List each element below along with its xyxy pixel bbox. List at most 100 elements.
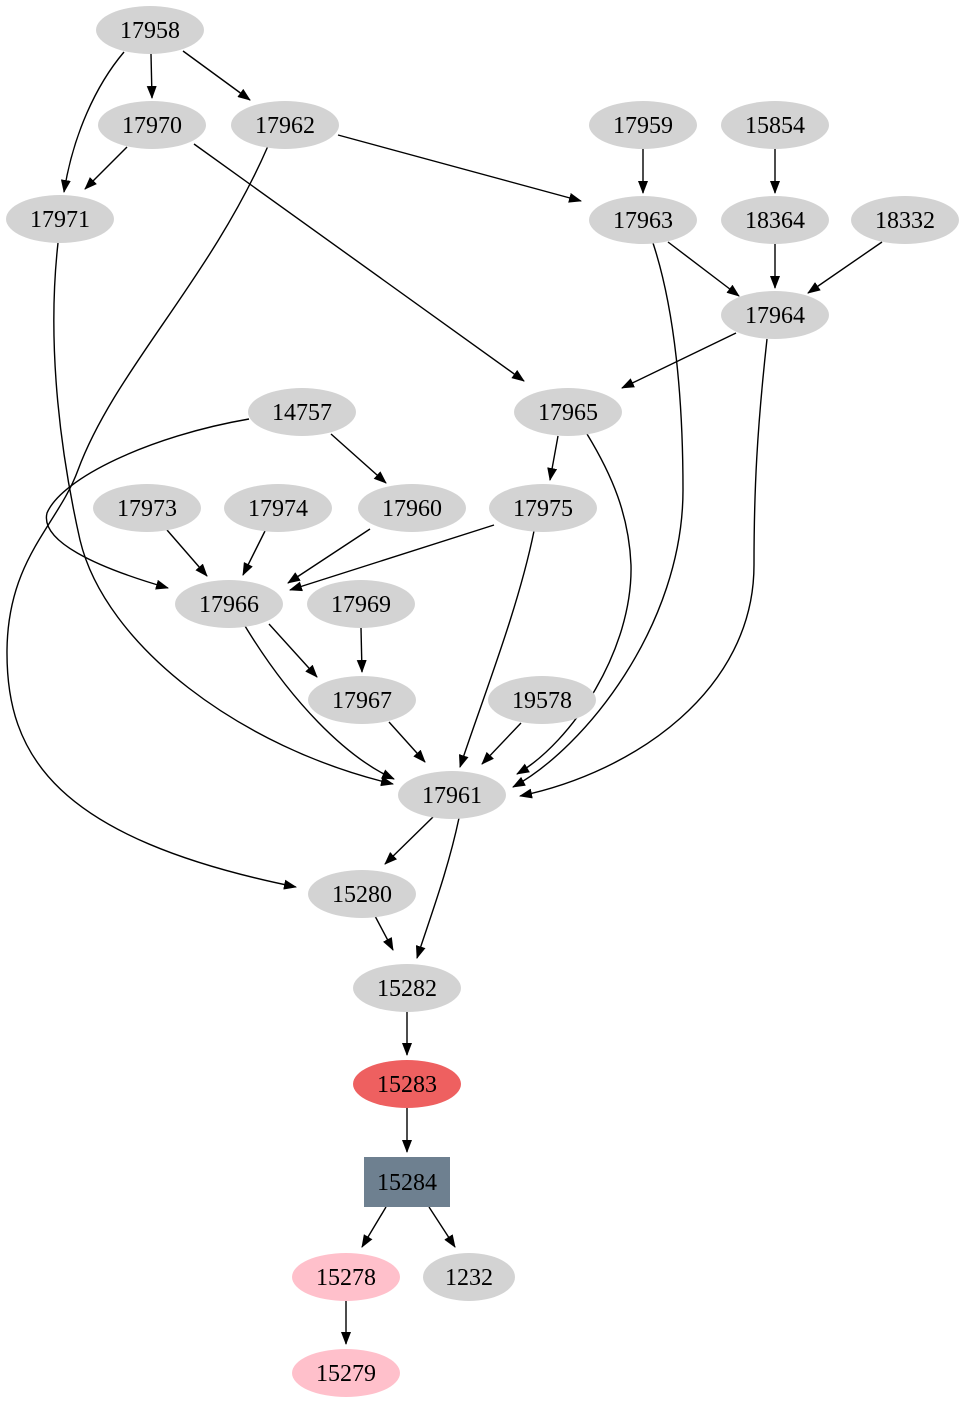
node-15279: 15279 [292,1349,400,1397]
node-label: 18332 [875,208,935,234]
edge-17971-17961 [53,242,394,787]
node-shape-ellipse [721,291,829,339]
edge-17963-17961 [512,242,684,788]
edge-17970-17971 [84,146,128,190]
node-label: 17958 [120,18,180,44]
node-18364: 18364 [721,196,829,244]
node-label: 17963 [613,208,673,234]
node-shape-ellipse [175,580,283,628]
node-18332: 18332 [851,196,959,244]
node-label: 15279 [316,1361,376,1387]
node-label: 17961 [422,783,482,809]
node-shape-ellipse [224,484,332,532]
node-label: 17975 [513,496,573,522]
node-shape-ellipse [721,196,829,244]
node-label: 15280 [332,882,392,908]
node-label: 17962 [255,113,315,139]
node-label: 17959 [613,113,673,139]
edge-17958-17971 [60,51,125,193]
node-15284: 15284 [364,1157,450,1207]
node-shape-ellipse [358,484,466,532]
node-15278: 15278 [292,1253,400,1301]
node-label: 15283 [377,1072,437,1098]
node-17960: 17960 [358,484,466,532]
node-15280: 15280 [308,870,416,918]
edge-17958-17962 [182,50,251,101]
edge-17973-17966 [166,529,208,577]
node-17975: 17975 [489,484,597,532]
edge-17958-17970 [146,53,157,99]
node-shape-ellipse [423,1253,515,1301]
node-label: 18364 [745,208,805,234]
node-label: 19578 [512,688,572,714]
edge-17969-17967 [356,627,367,673]
edge-17967-17961 [388,721,426,763]
node-1232: 1232 [423,1253,515,1301]
node-shape-ellipse [398,771,506,819]
edge-18332-17964 [807,241,883,294]
node-17970: 17970 [98,101,206,149]
node-label: 17960 [382,496,442,522]
node-17966: 17966 [175,580,283,628]
edge-17963-17964 [667,241,740,297]
node-19578: 19578 [488,676,596,724]
node-17974: 17974 [224,484,332,532]
node-17962: 17962 [231,101,339,149]
node-15854: 15854 [721,101,829,149]
node-shape-ellipse [589,101,697,149]
node-label: 15854 [745,113,805,139]
node-label: 17969 [331,592,391,618]
node-14757: 14757 [248,388,356,436]
node-label: 1232 [445,1265,493,1291]
edge-14757-17960 [330,433,387,484]
node-label: 17967 [332,688,392,714]
node-label: 15282 [377,976,437,1002]
node-shape-ellipse [488,676,596,724]
node-shape-ellipse [98,101,206,149]
edge-17962-17963 [337,134,582,203]
edge-17966-17961 [244,625,395,780]
node-17973: 17973 [93,484,201,532]
edge-17975-17961 [458,530,535,768]
node-shape-ellipse [353,1060,461,1108]
node-label: 14757 [272,400,332,426]
node-shape-ellipse [93,484,201,532]
node-shape-ellipse [248,388,356,436]
node-15283: 15283 [353,1060,461,1108]
edge-17961-15280 [384,816,434,865]
edge-17961-15282 [415,817,460,959]
node-label: 17966 [199,592,259,618]
node-label: 15278 [316,1265,376,1291]
node-15282: 15282 [353,964,461,1012]
node-17958: 17958 [96,6,204,54]
node-17967: 17967 [308,676,416,724]
node-17971: 17971 [6,195,114,243]
edge-17962-15280 [6,145,297,890]
node-shape-ellipse [514,388,622,436]
node-shape-box [364,1157,450,1207]
edge-17970-17965 [193,143,525,382]
node-shape-ellipse [292,1349,400,1397]
nodes-layer: 17958 17970 17962 17959 15854 17971 17963 18364… [6,6,959,1397]
node-shape-ellipse [851,196,959,244]
edge-17964-17961 [519,338,768,799]
edge-17965-17975 [547,435,559,481]
node-label: 17964 [745,303,805,329]
edge-14757-17966 [45,418,250,590]
edge-15284-1232 [428,1206,456,1248]
node-shape-ellipse [231,101,339,149]
node-shape-ellipse [353,964,461,1012]
node-label: 17973 [117,496,177,522]
node-17969: 17969 [307,580,415,628]
node-17959: 17959 [589,101,697,149]
node-shape-ellipse [589,196,697,244]
node-label: 17970 [122,113,182,139]
edge-15280-15282 [374,915,394,951]
edge-15284-15278 [361,1206,387,1248]
node-shape-ellipse [308,870,416,918]
node-shape-ellipse [6,195,114,243]
node-shape-ellipse [489,484,597,532]
edge-17965-17961 [516,433,632,775]
node-shape-ellipse [292,1253,400,1301]
